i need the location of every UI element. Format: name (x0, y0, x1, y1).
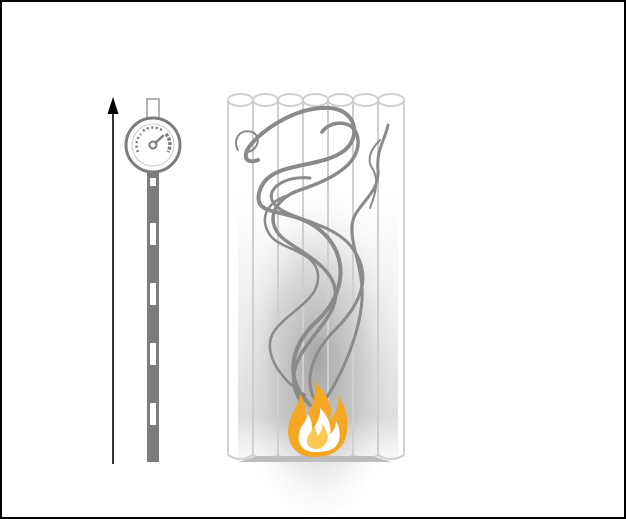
arrow-up-icon (108, 97, 119, 464)
pressure-gauge-icon (126, 118, 180, 172)
